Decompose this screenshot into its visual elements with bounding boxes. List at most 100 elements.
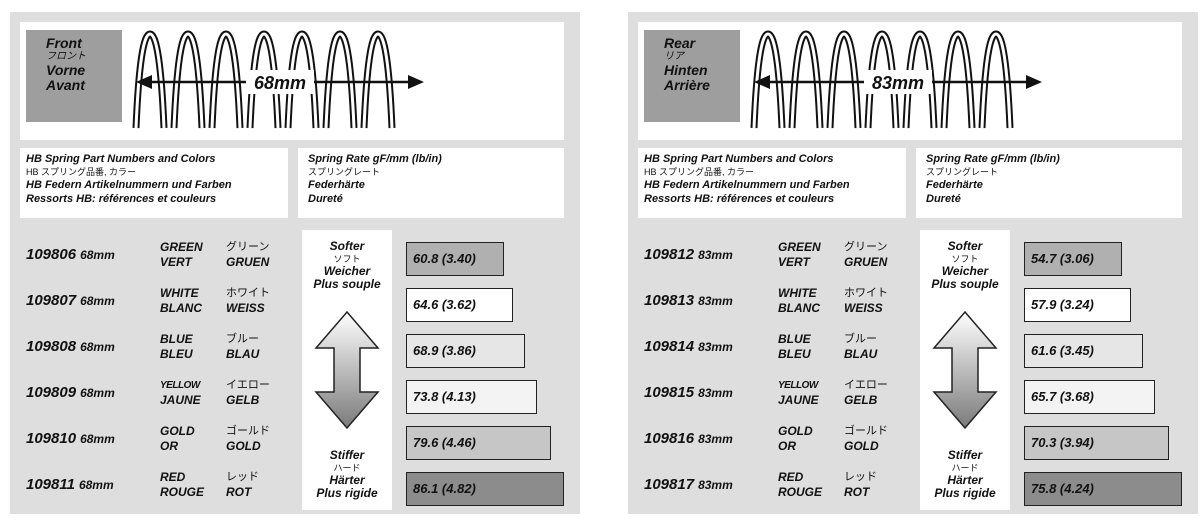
spring-length-label: 68mm (254, 73, 306, 93)
info-title-jp: HB スプリング品番, カラー (26, 167, 137, 177)
color-en: GREEN (778, 240, 821, 254)
color-fr: OR (778, 439, 796, 453)
rate-title-en: Spring Rate gF/mm (lb/in) (926, 153, 1060, 165)
rate-title-jp: スプリングレート (926, 167, 999, 177)
info-title-en: HB Spring Part Numbers and Colors (644, 153, 834, 165)
softer-label: Softer ソフト Weicher Plus souple (302, 240, 392, 291)
color-jp: ブルー (844, 333, 877, 345)
softer-jp: ソフト (951, 254, 979, 264)
part-number-value: 109813 (644, 292, 695, 309)
stiffer-de: Härter (947, 473, 983, 487)
info-title-en: HB Spring Part Numbers and Colors (26, 153, 216, 165)
color-jp-de: ブルー BLAU (844, 332, 877, 362)
spring-rate-box: 86.1 (4.82) (406, 472, 564, 506)
spring-length: 83mm (698, 294, 733, 308)
color-de: GOLD (844, 439, 879, 453)
color-de: ROT (226, 485, 252, 499)
double-arrow-icon (314, 310, 380, 430)
color-de: GELB (844, 393, 878, 407)
stiffness-scale: Softer ソフト Weicher Plus souple Stiffer ハ… (302, 230, 392, 510)
rate-title-de: Federhärte (308, 179, 365, 191)
softer-en: Softer (329, 239, 365, 253)
part-number-value: 109812 (644, 246, 695, 263)
stiffness-scale: Softer ソフト Weicher Plus souple Stiffer ハ… (920, 230, 1010, 510)
color-en: GREEN (160, 240, 203, 254)
color-de: BLAU (844, 347, 878, 361)
color-de: WEISS (226, 301, 265, 315)
color-de: ROT (844, 485, 870, 499)
color-jp: ゴールド (844, 425, 888, 437)
softer-label: Softer ソフト Weicher Plus souple (920, 240, 1010, 291)
softer-de: Weicher (323, 264, 371, 278)
spring-length: 83mm (698, 478, 733, 492)
color-en: BLUE (160, 332, 193, 346)
spring-coil (752, 32, 1012, 129)
color-jp: ゴールド (226, 425, 270, 437)
front-header: Front フロント Vorne Avant 68mm (20, 22, 564, 140)
spring-length: 68mm (80, 432, 115, 446)
rate-title-fr: Dureté (926, 193, 961, 205)
stiffer-en: Stiffer (947, 448, 983, 462)
rear-position-label: Rear リア Hinten Arrière (644, 30, 740, 122)
stiffer-label: Stiffer ハード Härter Plus rigide (302, 449, 392, 500)
stiffer-jp: ハード (333, 463, 361, 473)
stiffer-jp: ハード (951, 463, 979, 473)
spring-rate-info: Spring Rate gF/mm (lb/in) スプリングレート Feder… (916, 148, 1182, 218)
double-arrow-icon (932, 310, 998, 430)
spring-length: 83mm (698, 386, 733, 400)
spring-rate-box: 60.8 (3.40) (406, 242, 504, 276)
color-de: GRUEN (844, 255, 888, 269)
color-jp: ホワイト (844, 287, 888, 299)
spring-rate-box: 54.7 (3.06) (1024, 242, 1122, 276)
position-jp: リア (664, 51, 684, 62)
spring-length-label: 83mm (872, 73, 924, 93)
color-jp: イエロー (226, 379, 270, 391)
color-de: GOLD (226, 439, 261, 453)
part-number-value: 109808 (26, 338, 77, 355)
part-number-value: 109810 (26, 430, 77, 447)
info-title-fr: Ressorts HB: références et couleurs (26, 193, 217, 205)
color-jp-de: ゴールド GOLD (226, 424, 270, 454)
color-en: WHITE (160, 286, 199, 300)
part-number-value: 109807 (26, 292, 77, 309)
spring-length: 83mm (698, 432, 733, 446)
color-jp: ブルー (226, 333, 259, 345)
color-de: GELB (226, 393, 260, 407)
front-spring-panel: Front フロント Vorne Avant 68mm HB Spring Pa… (10, 12, 580, 514)
color-en: YELLOW (160, 380, 200, 391)
color-en: BLUE (778, 332, 811, 346)
softer-en: Softer (947, 239, 983, 253)
spring-rate-box: 73.8 (4.13) (406, 380, 537, 414)
dimension-label-bg (246, 70, 314, 94)
color-fr: JAUNE (160, 393, 201, 407)
color-en-fr: YELLOW JAUNE (160, 378, 201, 408)
info-title-de: HB Federn Artikelnummern und Farben (644, 179, 850, 191)
spring-length: 68mm (80, 248, 115, 262)
spring-length: 68mm (80, 340, 115, 354)
color-fr: BLANC (778, 301, 820, 315)
info-title-jp: HB スプリング品番, カラー (644, 167, 755, 177)
spring-length: 83mm (698, 340, 733, 354)
dimension-label-bg (864, 70, 932, 94)
